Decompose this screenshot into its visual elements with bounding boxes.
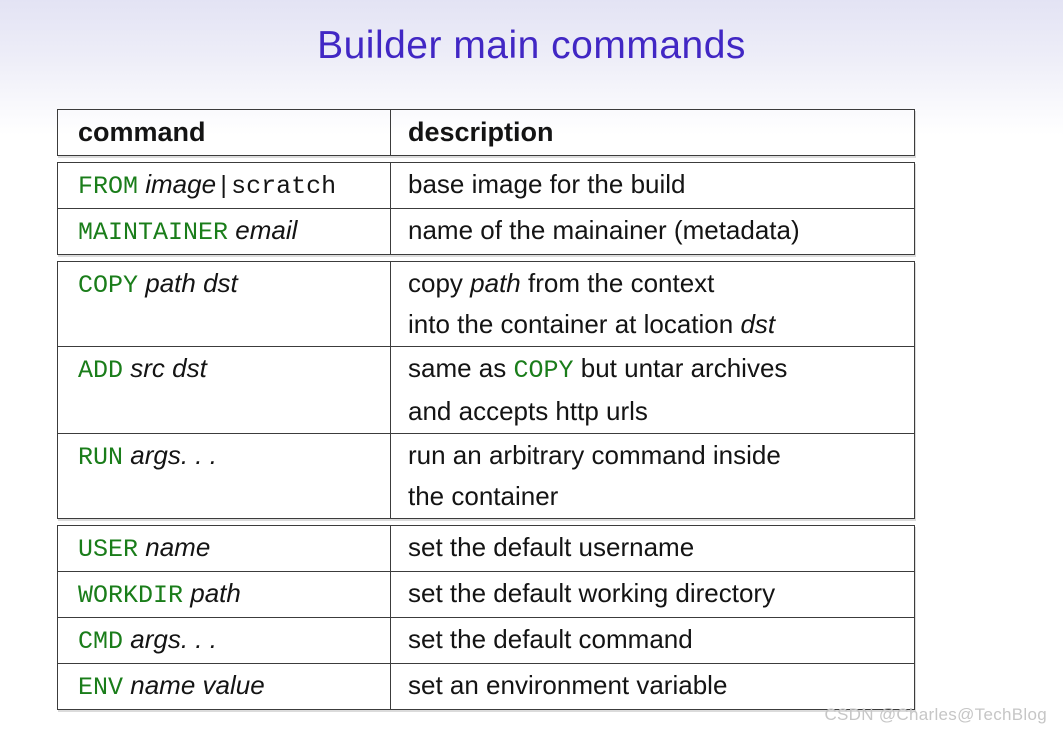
table-row-user: USER name set the default username: [58, 526, 914, 571]
text-segment: into the container at location: [408, 309, 741, 339]
description-cell: set an environment variable: [391, 664, 914, 709]
commands-table: command description FROM image|scratch ba…: [57, 109, 915, 716]
table-row-maintainer: MAINTAINER email name of the mainainer (m…: [58, 208, 914, 254]
column-header-command: command: [58, 110, 391, 155]
table-row-env: ENV name value set an environment variabl…: [58, 663, 914, 709]
argument-text: args. . .: [123, 440, 217, 470]
keyword-text: MAINTAINER: [78, 218, 229, 247]
table-header-row: command description: [58, 110, 914, 155]
description-cell: name of the mainainer (metadata): [391, 209, 914, 254]
keyword-text: COPY: [78, 271, 139, 300]
text-segment: copy: [408, 268, 471, 298]
argument-text: path dst: [138, 268, 238, 298]
command-cell: COPY path dst: [58, 262, 391, 346]
keyword-text: FROM: [78, 172, 139, 201]
command-cell: CMD args. . .: [58, 618, 391, 663]
argument-text: name value: [123, 670, 265, 700]
text-segment: set the default username: [408, 532, 695, 562]
table-row-from: FROM image|scratch base image for the bui…: [58, 163, 914, 208]
argument-text: dst: [740, 309, 776, 339]
column-header-command-label: command: [78, 117, 206, 147]
description-cell: copy path from the context into the conta…: [391, 262, 914, 346]
table-row-copy: COPY path dst copy path from the context i…: [58, 262, 914, 346]
keyword-text: RUN: [78, 443, 124, 472]
watermark: CSDN @Charles@TechBlog: [824, 705, 1047, 724]
table-row-run: RUN args. . .run an arbitrary command in…: [58, 433, 914, 518]
text-segment: and accepts http urls: [408, 396, 648, 426]
column-header-description-label: description: [408, 117, 554, 147]
table-body: FROM image|scratch base image for the bui…: [57, 162, 915, 710]
command-cell: ADD src dst: [58, 347, 391, 433]
argument-text: path: [183, 578, 241, 608]
command-cell: RUN args. . .: [58, 434, 391, 518]
text-segment: run an arbitrary command inside: [408, 440, 781, 470]
column-header-description: description: [391, 110, 914, 155]
keyword-text: USER: [78, 535, 139, 564]
command-cell: WORKDIR path: [58, 572, 391, 617]
argument-text: name: [138, 532, 211, 562]
description-cell: set the default command: [391, 618, 914, 663]
text-segment: base image for the build: [408, 169, 686, 199]
text-segment: but untar archives: [573, 353, 788, 383]
description-cell: base image for the build: [391, 163, 914, 208]
keyword-text: COPY: [513, 356, 574, 385]
command-cell: USER name: [58, 526, 391, 571]
text-segment: set the default working directory: [408, 578, 776, 608]
description-cell: set the default username: [391, 526, 914, 571]
argument-text: src dst: [123, 353, 207, 383]
command-cell: ENV name value: [58, 664, 391, 709]
keyword-text: CMD: [78, 627, 124, 656]
description-cell: run an arbitrary command inside the conta…: [391, 434, 914, 518]
command-cell: FROM image|scratch: [58, 163, 391, 208]
argument-text: image: [138, 169, 217, 199]
page-title: Builder main commands: [317, 24, 746, 67]
text-segment: from the context: [520, 268, 715, 298]
table-row-workdir: WORKDIR path set the default working dire…: [58, 571, 914, 617]
table-header-group: command description: [57, 109, 915, 156]
text-segment: set the default command: [408, 624, 693, 654]
keyword-text: ENV: [78, 673, 124, 702]
text-segment: |scratch: [216, 172, 337, 201]
command-cell: MAINTAINER email: [58, 209, 391, 254]
table-row-cmd: CMD args. . . set the default command: [58, 617, 914, 663]
text-segment: same as: [408, 353, 514, 383]
keyword-text: ADD: [78, 356, 124, 385]
keyword-text: WORKDIR: [78, 581, 184, 610]
text-segment: the container: [408, 481, 559, 511]
text-segment: set an environment variable: [408, 670, 728, 700]
description-cell: set the default working directory: [391, 572, 914, 617]
argument-text: email: [228, 215, 298, 245]
argument-text: args. . .: [123, 624, 217, 654]
table-group: COPY path dst copy path from the context i…: [57, 261, 915, 519]
text-segment: name of the mainainer (metadata): [408, 215, 800, 245]
argument-text: path: [470, 268, 521, 298]
table-group: FROM image|scratch base image for the bui…: [57, 162, 915, 255]
description-cell: same as COPY but untar archives and accep…: [391, 347, 914, 433]
